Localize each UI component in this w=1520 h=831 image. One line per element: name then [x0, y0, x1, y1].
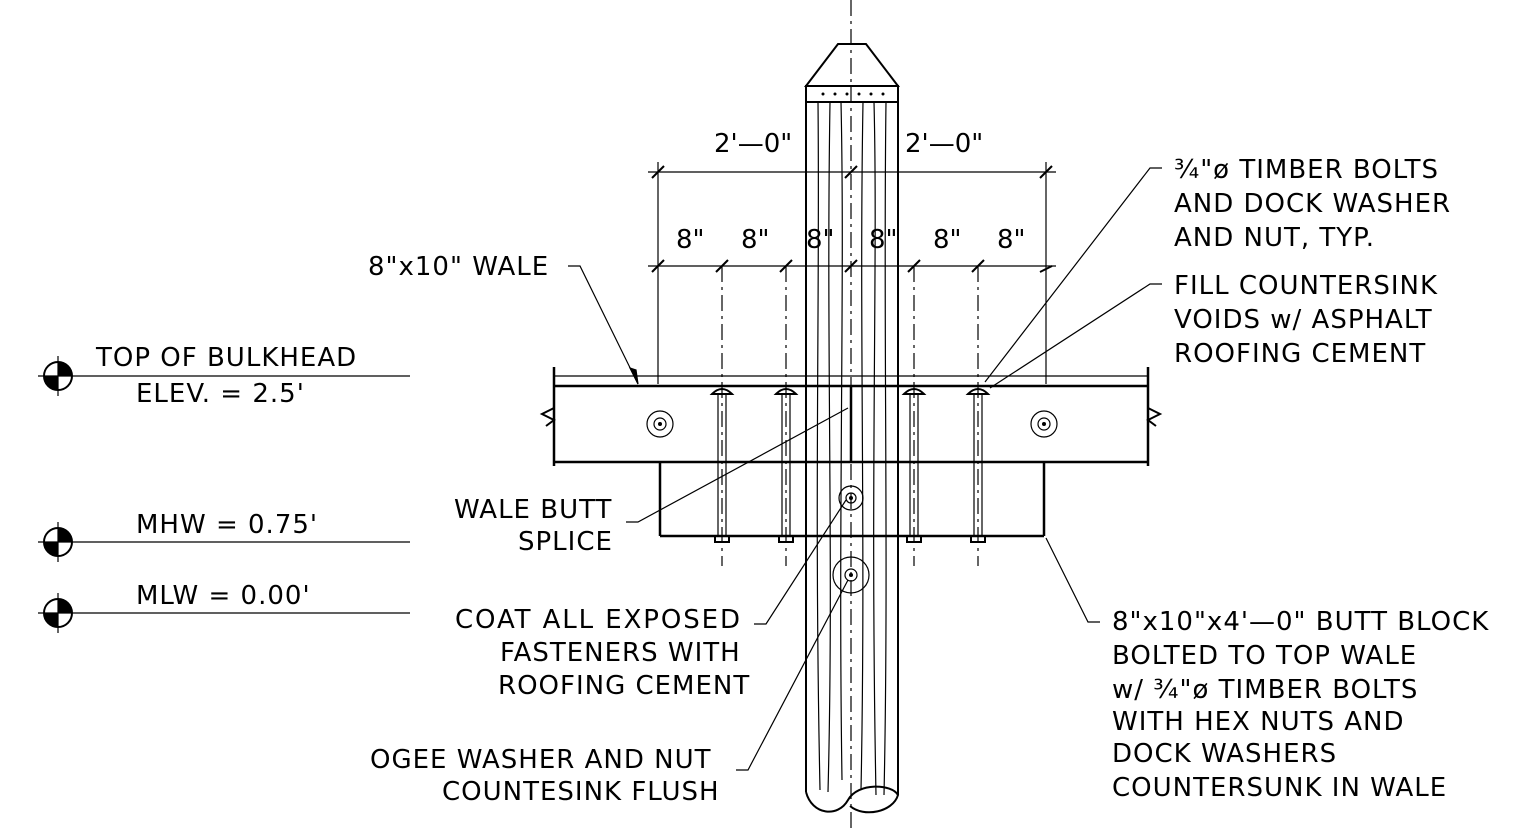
- leader-lines: [568, 167, 1162, 771]
- fill-countersink-callout-line2: VOIDS w/ ASPHALT: [1174, 305, 1433, 335]
- fill-countersink-callout-line1: FILL COUNTERSINK: [1174, 271, 1438, 301]
- dim-spacing-3: 8": [806, 225, 835, 255]
- ogee-washer-left: [646, 410, 674, 438]
- elevation-symbol-top: [38, 356, 410, 396]
- dim-spacing-4: 8": [869, 225, 898, 255]
- dimension-lines: [648, 162, 1056, 384]
- dim-spacing-2: 8": [741, 225, 770, 255]
- butt-block-callout-line6: COUNTERSUNK IN WALE: [1112, 773, 1447, 803]
- butt-block-callout-line2: BOLTED TO TOP WALE: [1112, 641, 1417, 671]
- dim-spacing-1: 8": [676, 225, 705, 255]
- butt-block-callout-line5: DOCK WASHERS: [1112, 739, 1337, 769]
- timber-bolts-callout-line1: ¾"ø TIMBER BOLTS: [1174, 155, 1439, 185]
- mlw-label: MLW = 0.00': [136, 581, 311, 611]
- coat-fasteners-callout-line3: ROOFING CEMENT: [498, 671, 750, 701]
- wale-butt-splice-callout-line2: SPLICE: [518, 527, 613, 557]
- ogee-washer-right: [1030, 410, 1058, 438]
- dim-spacing-5: 8": [933, 225, 962, 255]
- fill-countersink-callout-line3: ROOFING CEMENT: [1174, 339, 1426, 369]
- butt-block-callout-line1: 8"x10"x4'—0" BUTT BLOCK: [1112, 607, 1489, 637]
- ogee-washer-pile: [832, 556, 870, 594]
- top-of-bulkhead-elevation: ELEV. = 2.5': [136, 379, 305, 409]
- ogee-washer-callout-line1: OGEE WASHER AND NUT: [370, 745, 712, 775]
- top-of-bulkhead-label: TOP OF BULKHEAD: [95, 343, 357, 373]
- butt-block-callout-line4: WITH HEX NUTS AND: [1112, 707, 1405, 737]
- dim-overall-left: 2'—0": [714, 129, 792, 159]
- dim-overall-right: 2'—0": [905, 129, 983, 159]
- bolt-centerlines: [721, 266, 979, 566]
- elevation-symbol-mhw: [38, 522, 410, 562]
- mhw-label: MHW = 0.75': [136, 510, 318, 540]
- timber-bolts-callout-line3: AND NUT, TYP.: [1174, 223, 1375, 253]
- elevation-markers: [38, 356, 410, 633]
- wale-butt-splice-callout-line1: WALE BUTT: [454, 495, 612, 525]
- ogee-washer-callout-line2: COUNTESINK FLUSH: [442, 777, 720, 807]
- elevation-symbol-mlw: [38, 593, 410, 633]
- timber-bolts-callout-line2: AND DOCK WASHER: [1174, 189, 1451, 219]
- ogee-washer-block: [838, 485, 864, 511]
- wale-callout: 8"x10" WALE: [368, 252, 549, 282]
- coat-fasteners-callout-line1: COAT ALL EXPOSED: [455, 605, 741, 635]
- butt-block-callout-line3: w/ ¾"ø TIMBER BOLTS: [1112, 675, 1418, 705]
- wale-8x10: [539, 367, 1163, 466]
- timber-pile: [803, 43, 901, 814]
- dim-spacing-6: 8": [997, 225, 1026, 255]
- bolt-2: [773, 388, 799, 543]
- coat-fasteners-callout-line2: FASTENERS WITH: [500, 638, 741, 668]
